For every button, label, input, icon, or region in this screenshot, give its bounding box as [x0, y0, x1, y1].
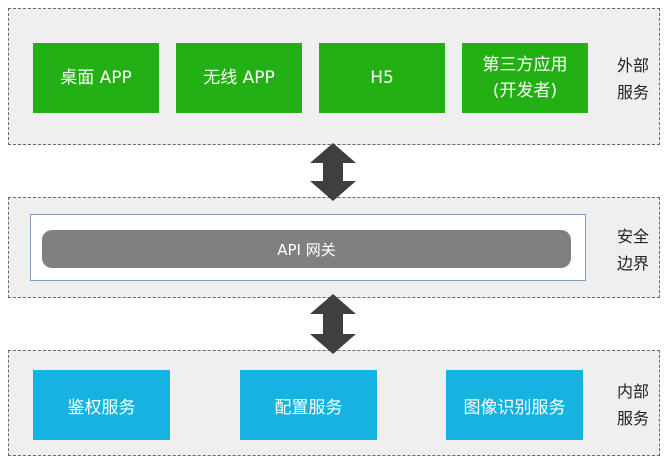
client-label: 无线 APP	[203, 68, 275, 88]
external-layer-label: 外部 服务	[613, 52, 653, 106]
layer-label-line-2: 边界	[616, 254, 649, 273]
layer-label-line-2: 服务	[616, 83, 649, 102]
client-h5: H5	[319, 43, 445, 113]
service-config: 配置服务	[240, 370, 377, 440]
service-label: 鉴权服务	[67, 397, 136, 418]
client-mobile-app: 无线 APP	[176, 43, 302, 113]
layer-label-line-1: 外部	[616, 56, 649, 75]
layer-label-line-1: 内部	[616, 382, 649, 401]
client-label-line-1: 第三方应用	[482, 55, 568, 75]
service-label: 图像识别服务	[463, 397, 566, 418]
client-label: H5	[370, 68, 394, 88]
security-layer-label: 安全 边界	[613, 223, 653, 277]
double-arrow-icon	[310, 294, 356, 354]
layer-label-line-1: 安全	[616, 227, 649, 246]
api-gateway-label: API 网关	[277, 240, 336, 259]
service-auth: 鉴权服务	[33, 370, 170, 440]
layer-label-line-2: 服务	[616, 409, 649, 428]
client-third-party-app: 第三方应用 (开发者)	[462, 43, 588, 113]
client-desktop-app: 桌面 APP	[33, 43, 159, 113]
internal-layer-label: 内部 服务	[613, 378, 653, 432]
service-image-recognition: 图像识别服务	[446, 370, 583, 440]
api-gateway-bar: API 网关	[42, 230, 571, 268]
service-label: 配置服务	[274, 397, 343, 418]
double-arrow-icon	[310, 143, 356, 201]
client-label-line-2: (开发者)	[492, 81, 558, 101]
client-label: 桌面 APP	[60, 68, 132, 88]
